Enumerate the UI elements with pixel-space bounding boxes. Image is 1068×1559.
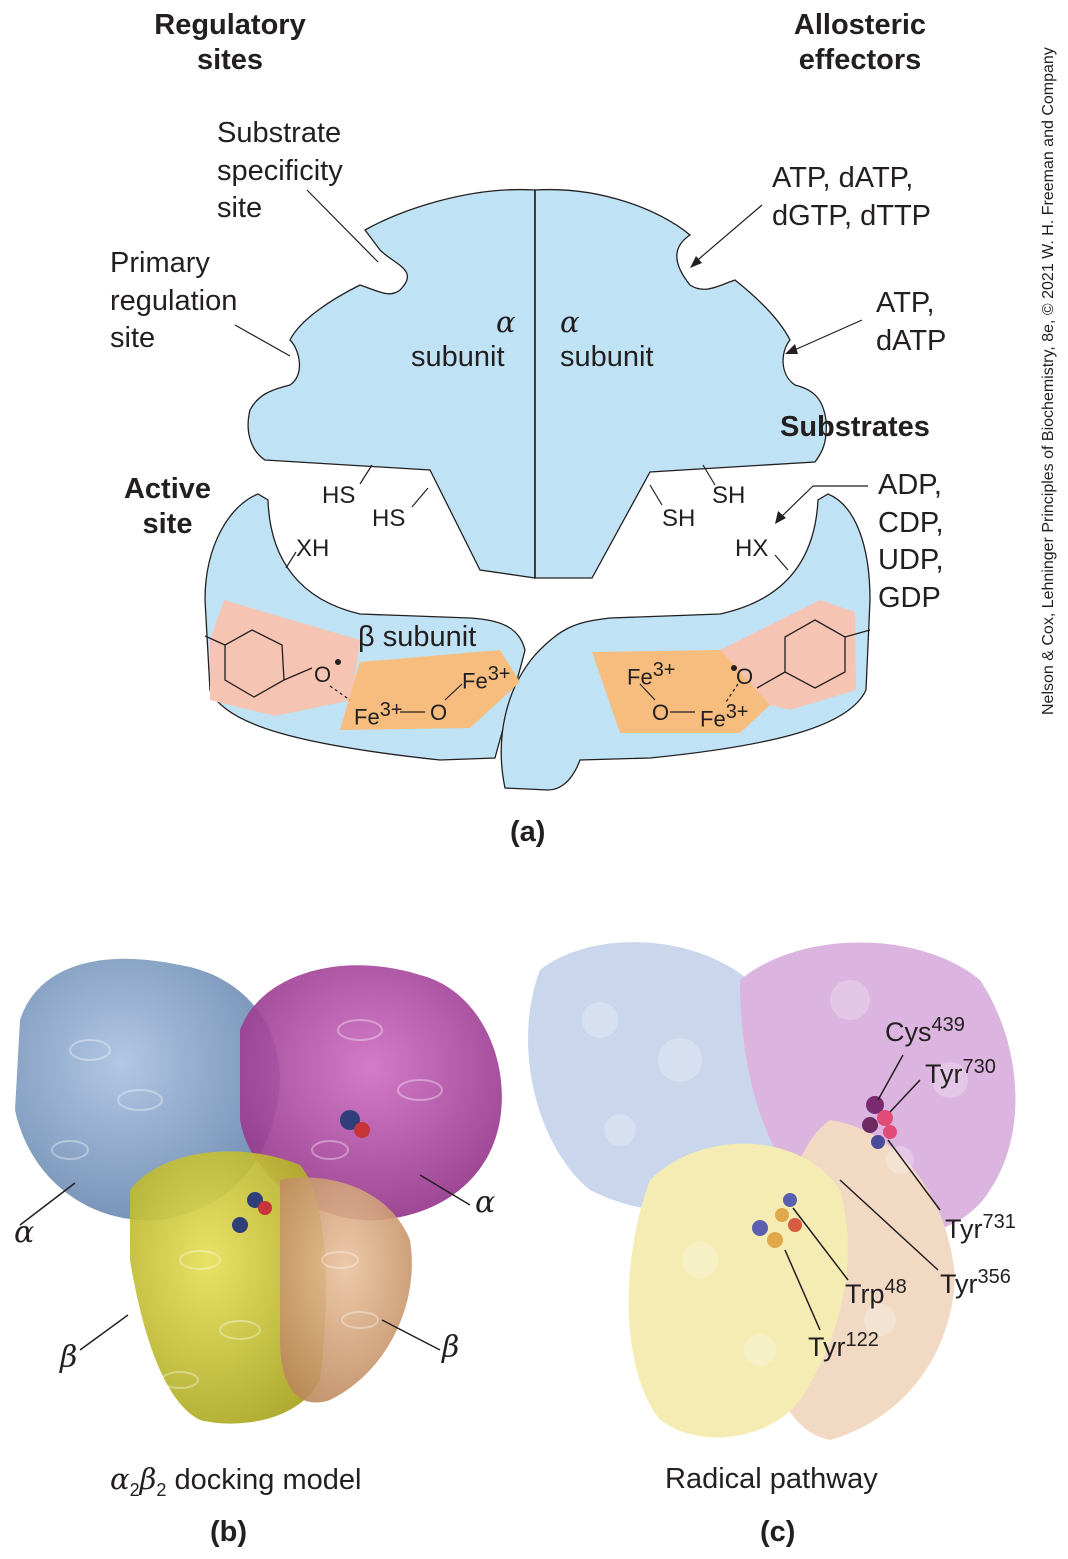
alpha-symbol-right: α	[560, 305, 580, 339]
label-tyr356: Tyr356	[940, 1266, 1011, 1299]
header-regulatory-sites: Regulatory sites	[154, 9, 306, 76]
oxo-bridge-left: O	[430, 700, 448, 725]
diiron-center-left	[340, 650, 520, 730]
caption-radical-pathway: Radical pathway	[665, 1463, 878, 1495]
label-tyr730: Tyr730	[925, 1056, 996, 1089]
label-substrates-list: ADP, CDP, UDP, GDP	[878, 469, 944, 615]
iron-right-1: Fe3+	[627, 659, 676, 690]
oxygen-radical-right: O	[736, 664, 754, 689]
alpha-symbol-left: α	[496, 305, 516, 339]
caption-docking-model: α2β2 docking model	[110, 1462, 362, 1500]
iron-left-1: Fe3+	[354, 699, 403, 730]
panel-c-label: (c)	[760, 1516, 796, 1548]
panel-a-label: (a)	[510, 816, 546, 848]
label-tyr122: Tyr122	[808, 1329, 879, 1362]
panel-b-label: (b)	[210, 1516, 248, 1548]
oxygen-radical-left: O	[314, 662, 332, 687]
residue-cluster-alpha	[866, 1096, 884, 1114]
ribbon-beta-yellow	[130, 1151, 326, 1424]
beta-subunit-label: β subunit	[358, 621, 477, 653]
residue-cluster-beta	[752, 1220, 768, 1236]
arrow-effectors-1	[692, 204, 763, 265]
residue-xh: XH	[296, 535, 330, 562]
atom-cluster	[340, 1110, 360, 1130]
surface-beta-yellow	[628, 1143, 848, 1438]
thiol-sh-1: SH	[662, 505, 696, 532]
subunit-label-right: subunit	[560, 341, 654, 373]
iron-right-2: Fe3+	[700, 701, 749, 732]
leader-primary-site	[234, 324, 291, 357]
label-substrate-specificity-site: Substrate specificity site	[217, 117, 343, 225]
label-beta-left: β	[60, 1340, 78, 1375]
alpha-subunit-left	[247, 188, 536, 579]
residue-hx: HX	[735, 535, 769, 562]
label-effectors-atp-datp-dgtp-dttp: ATP, dATP, dGTP, dTTP	[772, 162, 932, 232]
thiol-hs-1: HS	[322, 482, 356, 509]
arrow-effectors-2	[789, 319, 863, 353]
label-beta-right: β	[442, 1330, 460, 1365]
label-trp48: Trp48	[845, 1276, 907, 1309]
oxo-bridge-right: O	[652, 700, 670, 725]
thiol-sh-2: SH	[712, 482, 746, 509]
header-allosteric-effectors: Allosteric effectors	[793, 9, 927, 76]
header-active-site: Active site	[123, 473, 212, 540]
thiol-hs-2: HS	[372, 505, 406, 532]
label-effectors-atp-datp: ATP, dATP	[876, 287, 947, 357]
subunit-label-left: subunit	[411, 341, 505, 373]
label-alpha-right: α	[475, 1185, 496, 1220]
iron-left-2: Fe3+	[462, 663, 511, 694]
tyrosine-radical-left	[210, 600, 360, 716]
ribbon-beta-tan	[280, 1177, 412, 1403]
copyright-credit: Nelson & Cox, Lehninger Principles of Bi…	[1040, 47, 1057, 715]
beta-subunit-right	[500, 493, 871, 791]
surface-alpha-left	[528, 942, 783, 1212]
label-primary-regulation-site: Primary regulation site	[110, 247, 238, 355]
leader-substrate-site	[306, 189, 379, 263]
ribbon-alpha-right	[240, 965, 502, 1221]
label-tyr731: Tyr731	[945, 1211, 1016, 1244]
diiron-center-right	[592, 650, 770, 733]
label-cys439: Cys439	[885, 1014, 965, 1047]
alpha-subunit-right	[534, 188, 827, 579]
header-substrates: Substrates	[780, 411, 930, 443]
label-alpha-left: α	[14, 1215, 35, 1250]
